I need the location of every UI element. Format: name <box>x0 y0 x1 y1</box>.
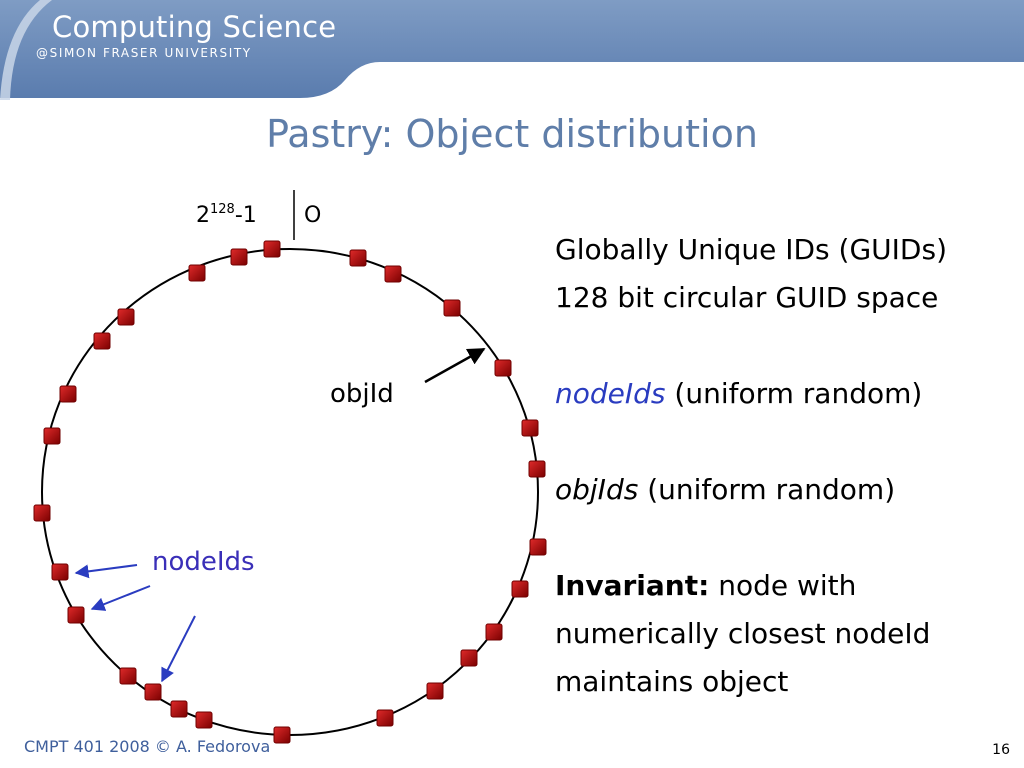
node-marker <box>144 683 162 701</box>
node-marker <box>59 385 77 403</box>
objids-desc: (uniform random) <box>638 473 896 506</box>
invariant-line-2: numerically closest nodeId <box>555 617 931 650</box>
node-marker <box>195 711 213 729</box>
objid-label: objId <box>330 379 394 409</box>
bullet-guid-space: 128 bit circular GUID space <box>555 281 939 314</box>
brand-title: Computing Science <box>52 10 337 44</box>
node-marker <box>263 240 281 258</box>
nodeids-desc: (uniform random) <box>665 377 923 410</box>
node-marker <box>376 709 394 727</box>
footer-credit: CMPT 401 2008 © A. Fedorova <box>24 737 271 756</box>
nodeids-label: nodeIds <box>152 547 255 577</box>
objid-arrow <box>424 347 486 384</box>
brand-subtitle: @SIMON FRASER UNIVERSITY <box>36 46 252 60</box>
node-marker <box>51 563 69 581</box>
bullet-nodeids: nodeIds (uniform random) <box>555 370 1020 418</box>
invariant-line-1: node with <box>709 569 857 602</box>
node-marker <box>529 538 547 556</box>
node-marker <box>188 264 206 282</box>
invariant-line-3: maintains object <box>555 665 789 698</box>
node-marker <box>384 265 402 283</box>
max-guid-label: 2128-1 <box>196 202 257 228</box>
node-marker <box>443 299 461 317</box>
objids-term: objIds <box>555 473 639 506</box>
header-banner: Computing Science @SIMON FRASER UNIVERSI… <box>0 0 1024 100</box>
node-marker <box>511 580 529 598</box>
bullet-guids: Globally Unique IDs (GUIDs) <box>555 233 947 266</box>
node-marker <box>170 700 188 718</box>
node-marker <box>230 248 248 266</box>
page-number: 16 <box>992 742 1010 758</box>
node-marker <box>273 726 291 744</box>
node-marker <box>43 427 61 445</box>
bullet-invariant: Invariant: node with <box>555 562 1020 610</box>
node-marker <box>33 504 51 522</box>
nodeid-arrow-1 <box>74 564 138 579</box>
zero-label: O <box>304 203 321 228</box>
node-marker <box>460 649 478 667</box>
nodeid-arrow-3 <box>161 615 196 683</box>
node-marker <box>485 623 503 641</box>
node-marker <box>426 682 444 700</box>
slide-title: Pastry: Object distribution <box>266 112 758 156</box>
node-markers <box>33 240 547 744</box>
nodeid-arrow-2 <box>90 585 151 611</box>
node-marker <box>349 249 367 267</box>
header-background <box>0 0 1024 100</box>
node-marker <box>67 606 85 624</box>
node-marker <box>119 667 137 685</box>
node-marker <box>521 419 539 437</box>
node-marker <box>528 460 546 478</box>
node-marker <box>117 308 135 326</box>
slide-body-text: Globally Unique IDs (GUIDs) 128 bit circ… <box>555 226 1020 706</box>
invariant-term: Invariant: <box>555 569 710 602</box>
bullet-objids: objIds (uniform random) <box>555 466 1020 514</box>
nodeids-term: nodeIds <box>555 377 666 410</box>
node-marker <box>93 332 111 350</box>
node-marker <box>494 359 512 377</box>
header-swoosh <box>0 0 52 100</box>
